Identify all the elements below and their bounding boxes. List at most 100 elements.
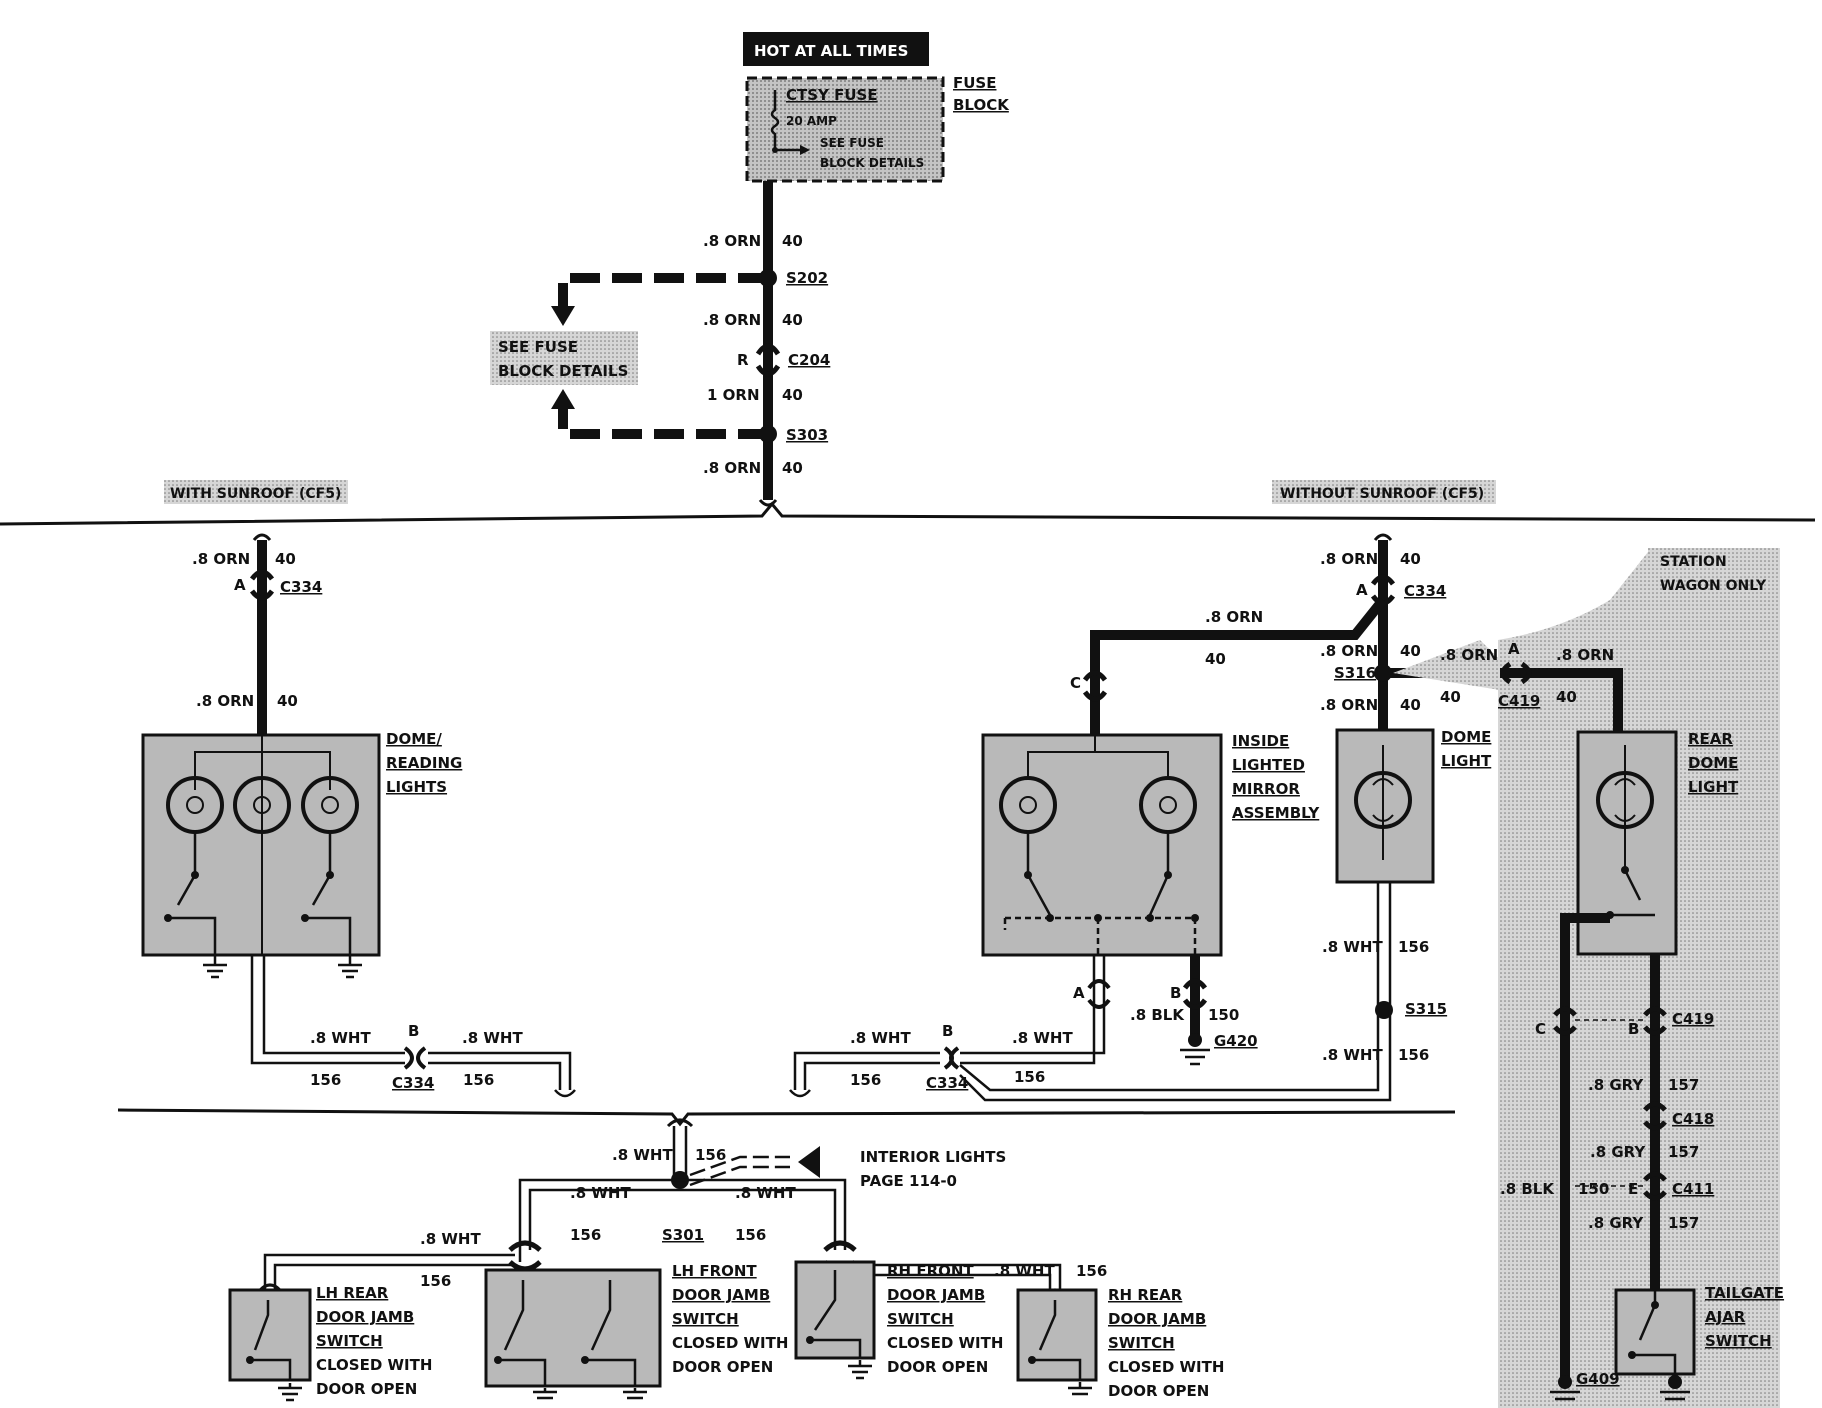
lh-rear-door-jamb-switch-box	[228, 1288, 312, 1382]
mirror-label: ASSEMBLY	[1232, 804, 1320, 822]
wire-label: .8 WHT	[1322, 1046, 1383, 1064]
see-fuse-inner: SEE FUSE	[820, 136, 884, 150]
wire-label: .8 ORN	[1440, 646, 1498, 664]
see-fuse-label: SEE FUSE	[498, 338, 578, 356]
wire-label: .8 WHT	[735, 1184, 796, 1202]
hot-label: HOT AT ALL TIMES	[754, 42, 908, 60]
wire-label: .8 GRY	[1590, 1143, 1646, 1161]
pin-label: A	[1073, 984, 1085, 1002]
g420-label: G420	[1214, 1032, 1258, 1050]
c419-label: C419	[1498, 692, 1540, 710]
inside-lighted-mirror-box	[981, 733, 1223, 957]
dome-reading-label: READING	[386, 754, 462, 772]
c334-label: C334	[1404, 582, 1446, 600]
station-label-1: STATION	[1660, 554, 1727, 570]
rh-front-label: RH FRONT	[887, 1262, 974, 1280]
mirror-label: MIRROR	[1232, 780, 1300, 798]
circuit-label: 40	[1440, 688, 1461, 706]
lh-rear-label: DOOR JAMB	[316, 1308, 414, 1326]
see-fuse-box	[490, 331, 638, 385]
rh-rear-label: DOOR JAMB	[1108, 1310, 1206, 1328]
lh-front-label: LH FRONT	[672, 1262, 757, 1280]
wire-label: .8 WHT	[420, 1230, 481, 1248]
wire-label: .8 WHT	[850, 1029, 911, 1047]
circuit-label: 156	[1014, 1068, 1045, 1086]
interior-lights-label: INTERIOR LIGHTS	[860, 1148, 1006, 1166]
block-label: BLOCK	[953, 96, 1010, 114]
circuit-label: 40	[277, 692, 298, 710]
pin-label: B	[408, 1022, 419, 1040]
rh-rear-label: DOOR OPEN	[1108, 1382, 1209, 1400]
wire-label: .8 GRY	[1588, 1214, 1644, 1232]
wire-label: .8 WHT	[612, 1146, 673, 1164]
fuse-label: FUSE	[953, 74, 996, 92]
rh-rear-label: CLOSED WITH	[1108, 1358, 1224, 1376]
tailgate-label: AJAR	[1705, 1308, 1746, 1326]
block-details-label: BLOCK DETAILS	[498, 362, 628, 380]
lh-rear-label: SWITCH	[316, 1332, 383, 1350]
wire-label: .8 BLK	[1130, 1006, 1185, 1024]
interior-lights-page: PAGE 114-0	[860, 1172, 957, 1190]
rh-front-label: DOOR JAMB	[887, 1286, 985, 1304]
s315-label: S315	[1405, 1000, 1447, 1018]
s316-label: S316	[1334, 664, 1376, 682]
wire-label: .8 ORN	[196, 692, 254, 710]
circuit-label: 40	[275, 550, 296, 568]
g409-label: G409	[1576, 1370, 1620, 1388]
pin-label: B	[1170, 984, 1181, 1002]
circuit-label: 40	[1400, 550, 1421, 568]
circuit-label: 156	[420, 1272, 451, 1290]
with-sunroof-label: WITH SUNROOF (CF5)	[170, 486, 341, 502]
mirror-label: LIGHTED	[1232, 756, 1305, 774]
wire-label: .8 ORN	[703, 232, 761, 250]
s303-label: S303	[786, 426, 828, 444]
ctsy-fuse-label: CTSY FUSE	[786, 86, 878, 104]
splice-s315	[1375, 1001, 1393, 1019]
divider-bottom	[117, 1108, 1456, 1127]
wire-label: .8 WHT	[570, 1184, 631, 1202]
c411-label: C411	[1672, 1180, 1714, 1198]
s202-label: S202	[786, 269, 828, 287]
c418-label: C418	[1672, 1110, 1714, 1128]
rh-rear-label: SWITCH	[1108, 1334, 1175, 1352]
rh-front-label: DOOR OPEN	[887, 1358, 988, 1376]
circuit-label: 156	[463, 1071, 494, 1089]
dome-reading-label: DOME/	[386, 730, 442, 748]
circuit-label: 156	[735, 1226, 766, 1244]
wire-label: .8 ORN	[1556, 646, 1614, 664]
wire-label: .8 ORN	[192, 550, 250, 568]
dome-reading-label: LIGHTS	[386, 778, 447, 796]
circuit-label: 40	[782, 232, 803, 250]
lh-front-label: DOOR OPEN	[672, 1358, 773, 1376]
wire-label: .8 WHT	[310, 1029, 371, 1047]
wire-label: .8 ORN	[1320, 696, 1378, 714]
pin-label: E	[1628, 1180, 1638, 1198]
rear-dome-label: DOME	[1688, 754, 1738, 772]
circuit-label: 157	[1668, 1076, 1699, 1094]
without-sunroof-label: WITHOUT SUNROOF (CF5)	[1280, 486, 1484, 502]
pin-label: A	[234, 576, 246, 594]
circuit-label: 156	[1076, 1262, 1107, 1280]
wire-label: .8 ORN	[1320, 550, 1378, 568]
station-wagon-region	[1498, 552, 1780, 1408]
s301-label: S301	[662, 1226, 704, 1244]
amp-label: 20 AMP	[786, 114, 837, 128]
pin-label: R	[737, 351, 749, 369]
pin-label: A	[1508, 640, 1520, 658]
circuit-label: 40	[1205, 650, 1226, 668]
rh-rear-label: RH REAR	[1108, 1286, 1183, 1304]
circuit-label: 40	[1400, 696, 1421, 714]
circuit-label: 40	[782, 386, 803, 404]
lh-rear-label: LH REAR	[316, 1284, 389, 1302]
wire-label: .8 BLK	[1500, 1180, 1555, 1198]
rh-front-label: CLOSED WITH	[887, 1334, 1003, 1352]
circuit-label: 157	[1668, 1143, 1699, 1161]
circuit-label: 156	[570, 1226, 601, 1244]
pin-label: C	[1070, 674, 1081, 692]
wire-label: .8 GRY	[1588, 1076, 1644, 1094]
wire-label: 1 ORN	[707, 386, 760, 404]
pin-label: A	[1356, 581, 1368, 599]
circuit-label: 157	[1668, 1214, 1699, 1232]
